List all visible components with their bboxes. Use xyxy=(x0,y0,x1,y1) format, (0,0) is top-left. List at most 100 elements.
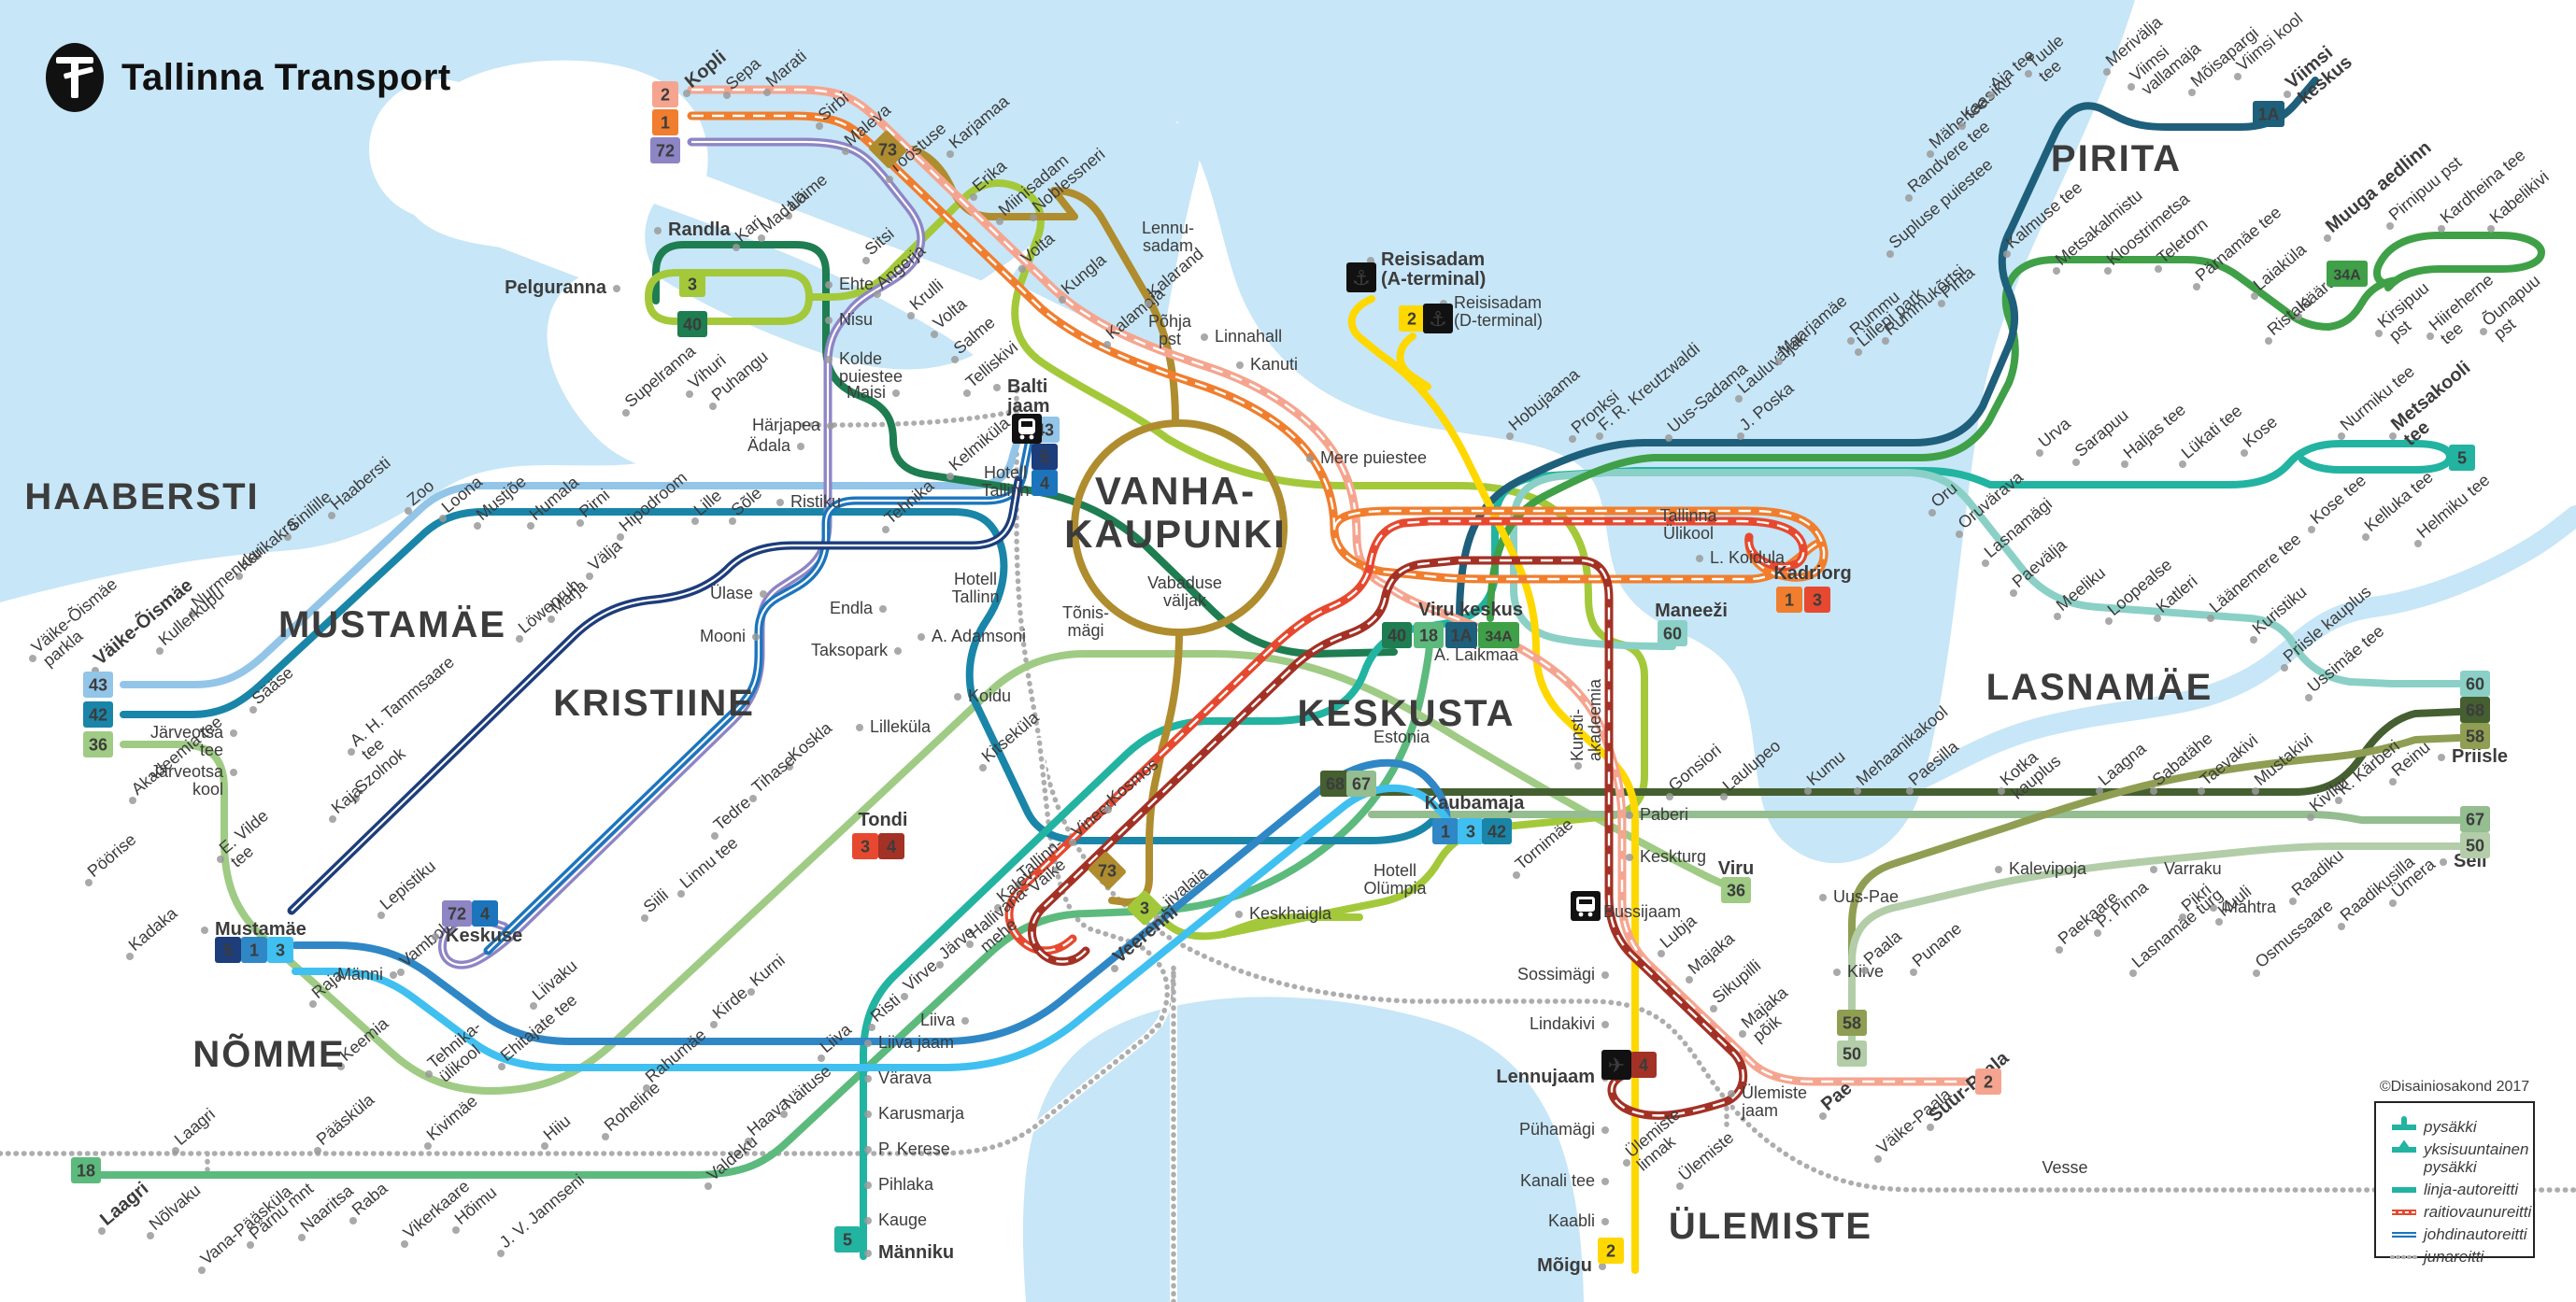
route-badge-label: 5 xyxy=(843,1231,852,1250)
station-dot xyxy=(961,1017,969,1025)
route-badge-box xyxy=(834,1226,861,1252)
station-dot xyxy=(1886,250,1894,258)
station-dot xyxy=(2129,969,2137,977)
route-badge-box xyxy=(1089,852,1126,889)
station-dot xyxy=(2054,613,2061,620)
station-label: Kaabli xyxy=(1548,1211,1595,1230)
station-label: Mahtra xyxy=(2224,898,2277,916)
station-label: Nõlvaku xyxy=(146,1181,205,1234)
station-dot xyxy=(2338,923,2345,930)
station-dot xyxy=(886,176,893,183)
station-label: Tõnis-mägi xyxy=(1062,603,1109,640)
station-dot xyxy=(172,1147,179,1154)
station-dot xyxy=(1658,950,1665,957)
station-dot xyxy=(337,1063,345,1070)
station-dot xyxy=(1686,976,1693,984)
route-badge: 2 xyxy=(1975,1068,2001,1095)
station-label: Kadaka xyxy=(125,903,181,955)
station-label: A. Laikmaa xyxy=(1434,645,1519,664)
station-dot xyxy=(704,1182,712,1190)
station-label: Mustamäe xyxy=(215,919,306,940)
plane-icon: ✈ xyxy=(1601,1050,1631,1080)
bus-icon-glyph xyxy=(1587,912,1593,917)
station-dot xyxy=(729,517,736,525)
station-dot xyxy=(2215,918,2223,926)
route-line-bus xyxy=(1368,708,2463,796)
station-label: Männi xyxy=(337,965,383,984)
route-badge-box xyxy=(677,311,707,337)
route-badge: 40 xyxy=(677,311,707,337)
station-label: Mere puiestee xyxy=(1320,448,1427,467)
route-line-bus xyxy=(1510,469,2463,687)
station-dot xyxy=(758,234,765,242)
route-badge-box xyxy=(852,833,878,859)
station-dot xyxy=(2307,814,2314,821)
tallinna-transport-logo-icon xyxy=(46,43,104,112)
station-dot xyxy=(1201,333,1208,341)
route-badge-box xyxy=(1721,877,1751,903)
route-badge: 73 xyxy=(1089,852,1126,889)
station-dot xyxy=(1601,1178,1609,1185)
station-dot xyxy=(548,616,555,623)
route-badge-box xyxy=(2460,697,2490,723)
route-line-bus xyxy=(292,784,1457,1071)
station-label: Ülemiste xyxy=(1675,1128,1737,1184)
route-badge-label: 3 xyxy=(688,276,697,294)
station-dot xyxy=(1601,971,1609,979)
station-dot xyxy=(2234,73,2242,80)
route-line-bus xyxy=(120,428,1024,688)
station-dot xyxy=(2096,787,2103,795)
route-badge-box xyxy=(1458,818,1484,844)
bus-icon xyxy=(1571,891,1601,921)
station-dot xyxy=(2154,615,2161,622)
route-badge-label: 50 xyxy=(2466,837,2484,856)
station-dot xyxy=(1905,194,1913,202)
station-label: Linnu tee xyxy=(676,833,742,892)
station-dot xyxy=(349,1217,357,1224)
route-badge-label: 1A xyxy=(1450,627,1472,645)
station-dot xyxy=(586,573,593,580)
station-dot xyxy=(2438,754,2445,761)
station-dot xyxy=(2308,526,2315,533)
station-label: Uus-Pae xyxy=(1833,887,1899,906)
station-dot xyxy=(709,403,717,410)
station-dot xyxy=(1956,531,1963,538)
station-label: Randla xyxy=(668,219,732,240)
station-label: Tihase xyxy=(748,750,799,797)
route-badge: 1A xyxy=(1445,622,1477,648)
station-label: Risti xyxy=(867,990,904,1026)
station-dot xyxy=(1104,806,1112,814)
station-dot xyxy=(864,1146,872,1153)
legend-item-label: johdinautoreitti xyxy=(2422,1225,2528,1243)
station-label: Nisu xyxy=(839,310,873,329)
station-label: Keskhaigla xyxy=(1249,904,1332,923)
station-dot xyxy=(425,1070,433,1078)
station-dot xyxy=(1696,555,1703,562)
route-badge: 1 xyxy=(241,937,267,963)
route-badge: 50 xyxy=(2460,832,2490,858)
station-label: Mustjõe xyxy=(473,472,530,524)
route-line-tram-dash xyxy=(1031,559,1744,1117)
station-dot xyxy=(405,507,412,515)
route-badge: 1 xyxy=(1776,587,1802,613)
station-dot xyxy=(825,356,833,363)
station-dot xyxy=(527,522,534,530)
anchor-icon-box xyxy=(1346,262,1376,292)
station-label: Tondi xyxy=(859,810,908,830)
route-badge-label: 4 xyxy=(1040,474,1049,493)
train-icon-glyph xyxy=(1021,421,1032,427)
station-dot xyxy=(235,573,243,580)
station-dot xyxy=(643,1084,650,1092)
station-label: Lennujaam xyxy=(1496,1067,1595,1087)
route-badge-box xyxy=(1630,1052,1657,1078)
route-badge-box xyxy=(869,131,906,168)
station-dot xyxy=(2104,267,2112,275)
station-dot xyxy=(1958,122,1966,130)
station-dot xyxy=(126,953,134,960)
station-dot xyxy=(827,422,834,430)
station-dot xyxy=(1111,965,1118,972)
